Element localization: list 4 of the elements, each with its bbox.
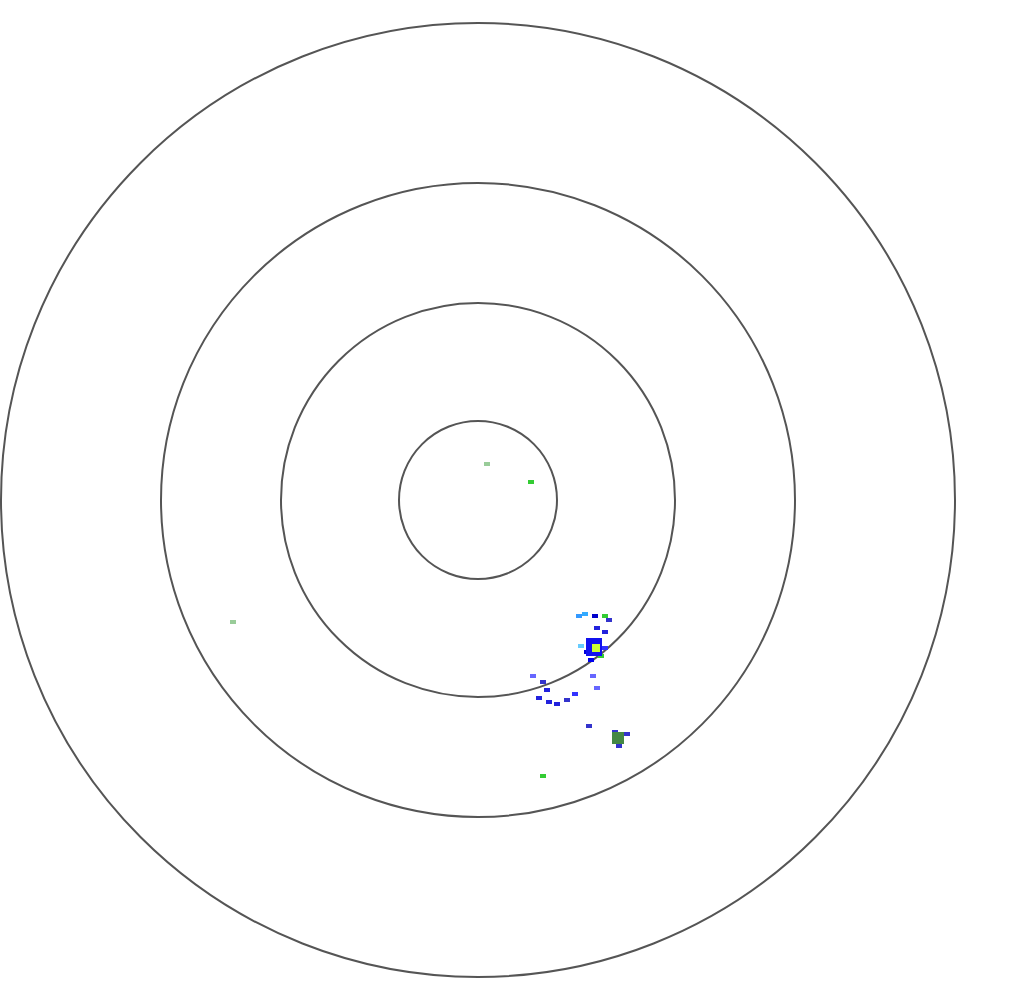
range-ring [160,182,796,818]
range-ring [0,22,956,978]
range-ring [398,420,558,580]
range-ring [280,302,676,698]
